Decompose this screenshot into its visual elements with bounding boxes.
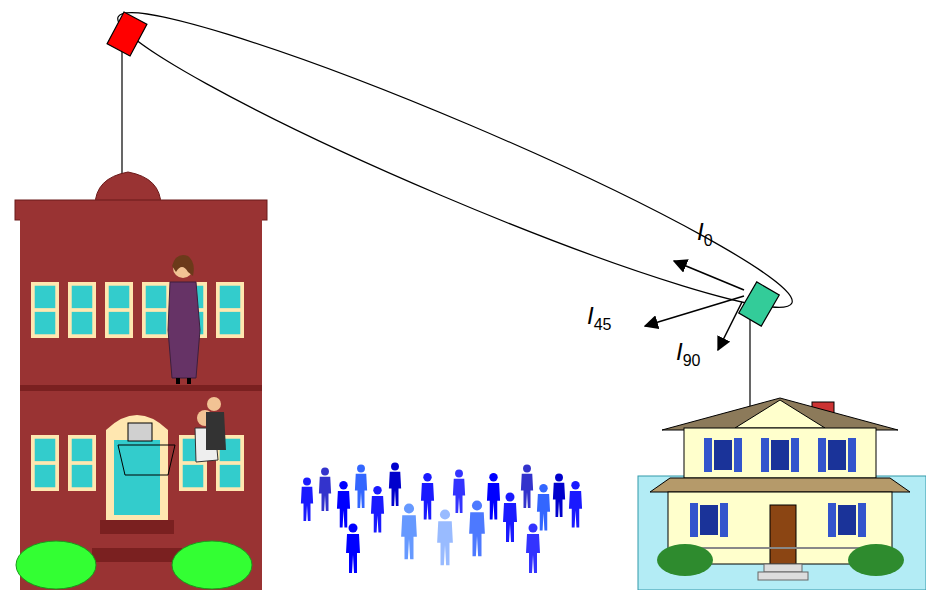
bush — [172, 541, 252, 589]
shutter — [818, 438, 826, 472]
person — [421, 473, 434, 519]
person — [401, 503, 417, 559]
shutter — [858, 503, 866, 537]
polarisation-arrow — [674, 261, 744, 290]
person — [569, 481, 582, 527]
window-pane — [828, 440, 846, 470]
transmitter-pole — [121, 50, 122, 178]
building-ledge — [20, 385, 262, 391]
house — [638, 398, 926, 590]
polarisation-arrow — [718, 302, 742, 350]
head — [207, 397, 221, 411]
polarisation-arrow — [645, 296, 744, 326]
shutter — [734, 438, 742, 472]
crowd — [301, 463, 582, 573]
window — [31, 282, 59, 338]
front-door — [770, 505, 796, 564]
shutter — [720, 503, 728, 537]
label-symbol: I — [587, 302, 594, 329]
step — [764, 564, 802, 572]
person — [526, 524, 540, 574]
step — [758, 572, 808, 580]
label-subscript: 45 — [594, 316, 612, 333]
person — [437, 509, 453, 565]
dress — [168, 282, 200, 378]
person — [337, 481, 350, 527]
window-pane — [838, 505, 856, 535]
porch-roof — [650, 478, 910, 492]
office-building — [15, 172, 267, 590]
gable — [735, 400, 825, 428]
jacket — [206, 412, 226, 450]
shutter — [690, 503, 698, 537]
window — [31, 435, 59, 491]
person — [319, 468, 331, 511]
intensity-label: I45 — [587, 304, 611, 328]
label-subscript: 0 — [704, 232, 713, 249]
computer-user — [118, 397, 226, 475]
upper-windows — [704, 438, 856, 472]
person — [355, 465, 367, 508]
window-pane — [771, 440, 789, 470]
shutter — [848, 438, 856, 472]
bush — [657, 544, 713, 576]
person — [537, 484, 550, 530]
person — [521, 465, 533, 508]
shutter — [791, 438, 799, 472]
window — [68, 282, 96, 338]
monitor — [128, 423, 152, 441]
hair — [172, 255, 194, 276]
building-wall — [20, 218, 262, 590]
roof — [662, 398, 898, 430]
window — [216, 282, 244, 338]
receiver-pole — [749, 318, 750, 408]
person — [453, 470, 465, 513]
shoe — [176, 378, 180, 384]
woman-figure — [168, 255, 200, 384]
stair-step — [96, 534, 178, 548]
building-door-frame — [106, 415, 168, 520]
stair-step — [92, 548, 182, 562]
building-cornice — [15, 200, 267, 220]
window-pane — [714, 440, 732, 470]
window-pane — [700, 505, 718, 535]
window — [68, 435, 96, 491]
intensity-label: I90 — [676, 340, 700, 364]
shutter — [704, 438, 712, 472]
person — [553, 474, 565, 517]
person — [487, 473, 500, 519]
shoe — [187, 378, 191, 384]
upper-storey — [684, 428, 876, 478]
yard-background — [638, 476, 926, 590]
label-symbol: I — [697, 218, 704, 245]
label-subscript: 90 — [683, 352, 701, 369]
person — [389, 463, 401, 506]
stair-step — [100, 520, 174, 534]
bush — [848, 544, 904, 576]
window — [142, 282, 170, 338]
person — [346, 524, 360, 574]
transmitter-box — [107, 12, 147, 56]
person — [371, 486, 384, 532]
receiver-box — [739, 282, 780, 326]
person — [503, 493, 517, 543]
stair-step — [88, 562, 186, 590]
person — [469, 500, 485, 556]
shutter — [828, 503, 836, 537]
label-symbol: I — [676, 338, 683, 365]
bush — [16, 541, 96, 589]
person — [301, 478, 313, 521]
desk — [118, 445, 175, 475]
shutter — [761, 438, 769, 472]
building-door — [114, 440, 160, 515]
intensity-label: I0 — [697, 220, 713, 244]
window — [105, 282, 133, 338]
